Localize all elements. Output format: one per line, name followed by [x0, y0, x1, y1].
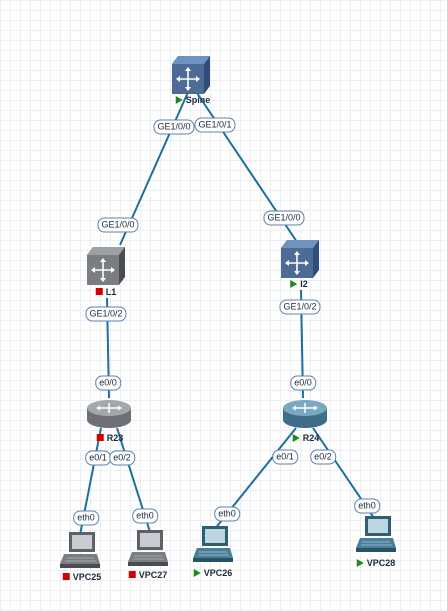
switch-icon [281, 240, 319, 278]
pc-icon [128, 530, 168, 566]
port-label-vpc28-eth0: eth0 [354, 498, 380, 514]
stopped-status-icon [95, 288, 103, 295]
device-vpc27[interactable] [128, 530, 168, 573]
port-label-r24-e0-0: e0/0 [290, 375, 316, 391]
device-vpc25[interactable] [60, 532, 100, 575]
device-name: VPC26 [203, 568, 233, 578]
device-label-vpc28: VPC28 [356, 558, 396, 568]
stopped-status-icon [62, 573, 70, 580]
device-name: l2 [300, 279, 308, 289]
device-r24[interactable] [283, 398, 327, 435]
port-label-vpc25-eth0: eth0 [73, 510, 99, 526]
device-vpc26[interactable] [193, 526, 233, 569]
device-l1[interactable] [87, 247, 125, 290]
device-vpc28[interactable] [356, 516, 396, 559]
device-label-l2: l2 [290, 279, 308, 289]
pc-icon [60, 532, 100, 568]
pc-icon [193, 526, 233, 562]
pc-icon [356, 516, 396, 552]
device-name: R24 [302, 433, 320, 443]
port-label-r24-e0-2: e0/2 [310, 449, 336, 465]
device-name: Spine [185, 95, 211, 105]
switch-icon [172, 56, 210, 94]
port-label-spine-ge1-0-1: GE1/0/1 [194, 117, 236, 133]
device-name: R23 [106, 433, 124, 443]
running-status-icon [175, 96, 183, 104]
port-label-r23-e0-2: e0/2 [109, 450, 135, 466]
device-name: L1 [105, 287, 117, 297]
port-label-l1-ge1-0-0: GE1/0/0 [97, 217, 139, 233]
device-r23[interactable] [87, 398, 131, 435]
router-icon [87, 400, 131, 428]
device-name: VPC25 [72, 572, 102, 582]
port-label-r23-e0-0: e0/0 [95, 375, 121, 391]
port-label-l2-ge1-0-2: GE1/0/2 [279, 299, 321, 315]
device-l2[interactable] [281, 240, 319, 283]
port-label-vpc26-eth0: eth0 [214, 506, 240, 522]
device-label-vpc25: VPC25 [62, 572, 102, 582]
device-label-r24: R24 [292, 433, 320, 443]
port-label-r24-e0-1: e0/1 [272, 449, 298, 465]
port-label-r23-e0-1: e0/1 [85, 450, 111, 466]
running-status-icon [356, 559, 364, 567]
device-label-spine: Spine [175, 95, 211, 105]
router-icon [283, 400, 327, 428]
device-name: VPC28 [366, 558, 396, 568]
device-label-r23: R23 [96, 433, 124, 443]
port-label-l2-ge1-0-0: GE1/0/0 [263, 210, 305, 226]
port-label-spine-ge1-0-0: GE1/0/0 [153, 119, 195, 135]
running-status-icon [193, 569, 201, 577]
port-label-l1-ge1-0-2: GE1/0/2 [85, 306, 127, 322]
port-label-vpc27-eth0: eth0 [132, 508, 158, 524]
stopped-status-icon [96, 434, 104, 441]
running-status-icon [292, 434, 300, 442]
device-label-l1: L1 [95, 287, 117, 297]
stopped-status-icon [128, 571, 136, 578]
device-label-vpc26: VPC26 [193, 568, 233, 578]
device-name: VPC27 [138, 570, 168, 580]
device-spine[interactable] [172, 56, 210, 99]
running-status-icon [290, 280, 298, 288]
switch-icon [87, 247, 125, 285]
device-label-vpc27: VPC27 [128, 570, 168, 580]
